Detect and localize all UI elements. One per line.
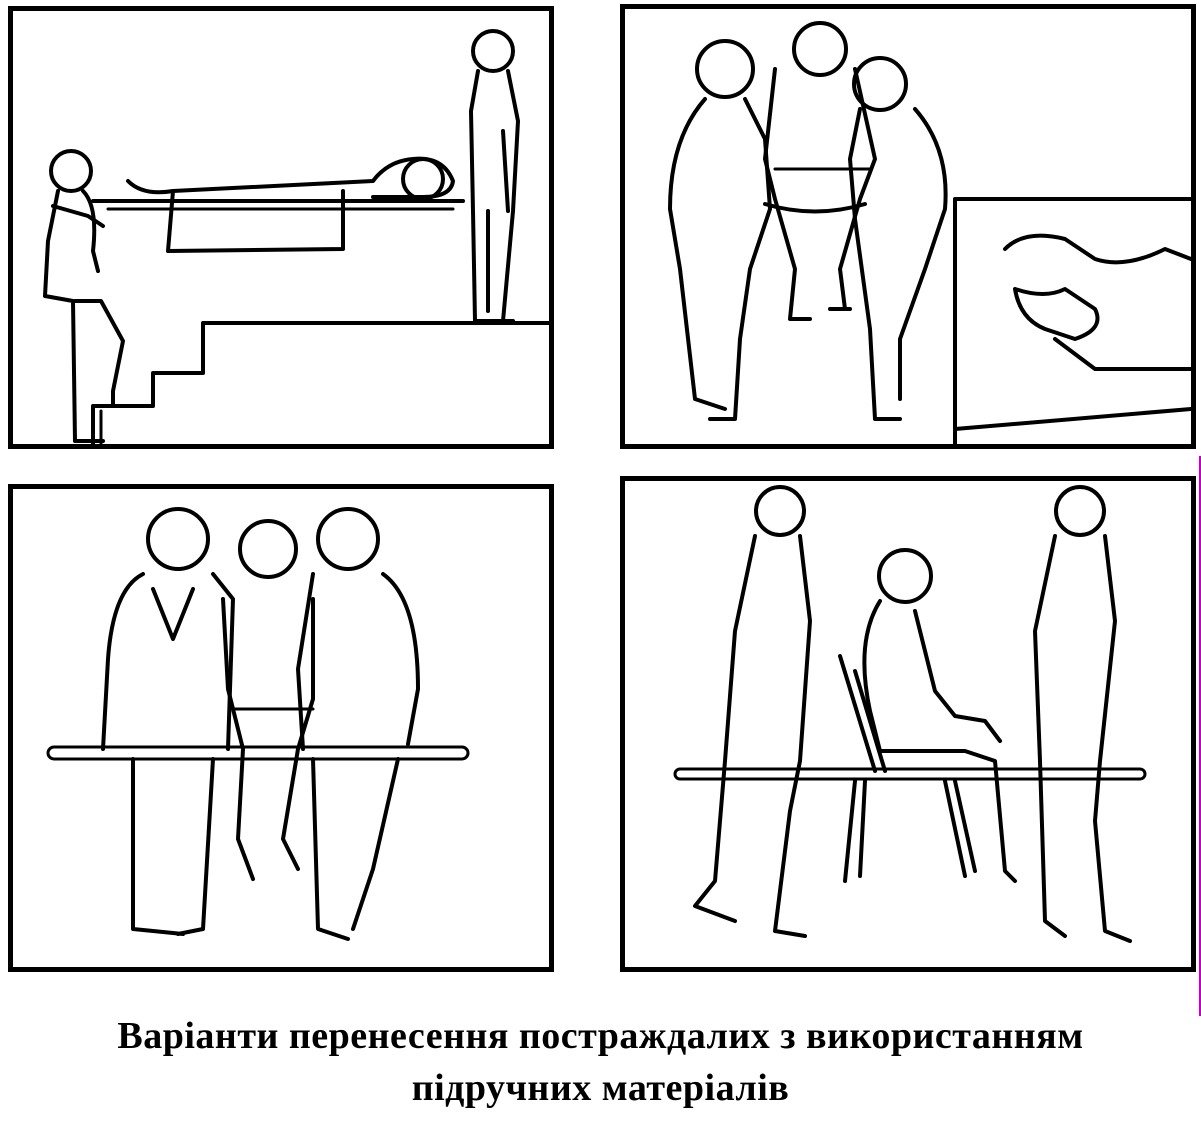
caption-line-1: Варіанти перенесення постраждалих з вико… bbox=[117, 1015, 1084, 1057]
left-bearer-head bbox=[146, 507, 210, 571]
hand-grip-detail bbox=[953, 233, 1191, 431]
patient-head bbox=[238, 519, 298, 579]
joined-hands bbox=[763, 202, 867, 214]
inset-frame bbox=[953, 197, 1191, 444]
patient-body bbox=[126, 156, 455, 199]
chair-carry-drawing bbox=[673, 485, 1147, 943]
chair bbox=[838, 654, 977, 883]
right-bearer-head bbox=[1054, 485, 1106, 537]
right-bearer-head bbox=[316, 507, 380, 571]
patient-head bbox=[877, 548, 933, 604]
left-bearer-head bbox=[695, 39, 755, 99]
blanket bbox=[166, 189, 345, 253]
rear-bearer-head bbox=[49, 149, 93, 193]
illustration-pole-carry bbox=[8, 484, 554, 972]
patient-head bbox=[401, 157, 445, 201]
front-bearer-head bbox=[471, 29, 515, 73]
arm-carry-drawing bbox=[668, 21, 1191, 444]
caption-line-2: підручних матеріалів bbox=[411, 1067, 790, 1109]
illustration-chair-carry bbox=[620, 476, 1196, 972]
patient-head bbox=[792, 21, 848, 77]
page-edge-marker bbox=[1199, 456, 1201, 1016]
right-bearer-head bbox=[852, 56, 908, 112]
pole-carry-drawing bbox=[46, 507, 470, 941]
illustration-stretcher-stairs bbox=[8, 6, 554, 449]
left-bearer-head bbox=[754, 485, 806, 537]
illustration-arm-carry bbox=[620, 4, 1196, 449]
carrying-pole bbox=[46, 745, 470, 761]
stretcher-stairs-drawing bbox=[43, 29, 549, 444]
carrying-pole bbox=[673, 767, 1147, 781]
staircase bbox=[91, 321, 549, 444]
